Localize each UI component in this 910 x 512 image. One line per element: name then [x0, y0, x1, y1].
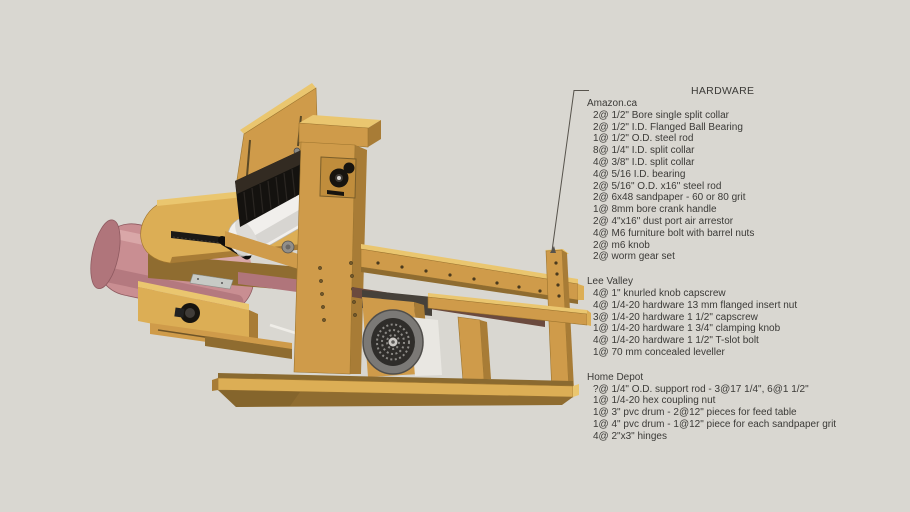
vendor-name: Lee Valley [587, 276, 633, 288]
hardware-item: 1@ 1/2" O.D. steel rod [593, 133, 694, 145]
hardware-item: 2@ 6x48 sandpaper - 60 or 80 grit [593, 192, 746, 204]
hardware-item: 1@ 3" pvc drum - 2@12" pieces for feed t… [593, 407, 797, 419]
post-holes [318, 261, 357, 322]
right-leg [457, 316, 491, 382]
hardware-item: 2@ 1/2" I.D. Flanged Ball Bearing [593, 121, 743, 133]
bottom-shelf [212, 373, 579, 407]
hardware-item: 2@ 4"x16" dust port air arrestor [593, 215, 734, 227]
lower-rail [427, 293, 591, 326]
bearing-knob [329, 162, 355, 188]
hardware-title: HARDWARE [691, 85, 755, 97]
post-slot [327, 190, 344, 196]
main-post [293, 115, 381, 375]
hardware-item: 8@ 1/4" I.D. split collar [593, 145, 695, 157]
leader-line [550, 90, 589, 253]
hardware-item: 4@ 2"x3" hinges [593, 430, 667, 442]
hardware-item: 4@ 3/8" I.D. split collar [593, 156, 695, 168]
hardware-item: 4@ 5/16 I.D. bearing [593, 168, 686, 180]
hardware-item: 2@ m6 knob [593, 239, 650, 251]
hardware-item: 1@ 1/4-20 hex coupling nut [593, 395, 716, 407]
hardware-item: 2@ 5/16" O.D. x16" steel rod [593, 180, 722, 192]
dust-fan [362, 309, 424, 375]
hardware-item: 4@ 1/4-20 hardware 13 mm flanged insert … [593, 299, 798, 311]
vendor-name: Home Depot [587, 371, 644, 383]
brush-guard [235, 147, 313, 227]
hardware-item: 1@ 8mm bore crank handle [593, 204, 717, 216]
hardware-item: 2@ worm gear set [593, 251, 675, 263]
hardware-item: 2@ 1/2" Bore single split collar [593, 109, 729, 121]
height-shelf [138, 281, 309, 359]
drum-mount-wedge [225, 231, 308, 272]
hardware-item: ?@ 1/4" O.D. support rod - 3@17 1/4", 6@… [593, 383, 809, 395]
main-beam [360, 244, 584, 304]
panel-slot [246, 139, 251, 177]
hardware-item: 3@ 1/4-20 hardware 1 1/2" capscrew [593, 311, 758, 323]
hardware-item: 4@ 1/4-20 hardware 1 1/2" T-slot bolt [593, 335, 759, 347]
hardware-item: 1@ 4" pvc drum - 1@12" piece for each sa… [593, 418, 837, 430]
hardware-item: 4@ M6 furniture bolt with barrel nuts [593, 227, 755, 239]
hardware-item: 1@ 70 mm concealed leveller [593, 346, 725, 358]
hardware-item: 1@ 1/4-20 hardware 1 3/4" clamping knob [593, 323, 781, 335]
vendor-name: Amazon.ca [587, 98, 638, 109]
hardware-item: 4@ 1" knurled knob capscrew [593, 287, 726, 299]
clamp-knob [174, 303, 200, 323]
vendor-section: Home Depot?@ 1/4" O.D. support rod - 3@1… [587, 372, 836, 443]
